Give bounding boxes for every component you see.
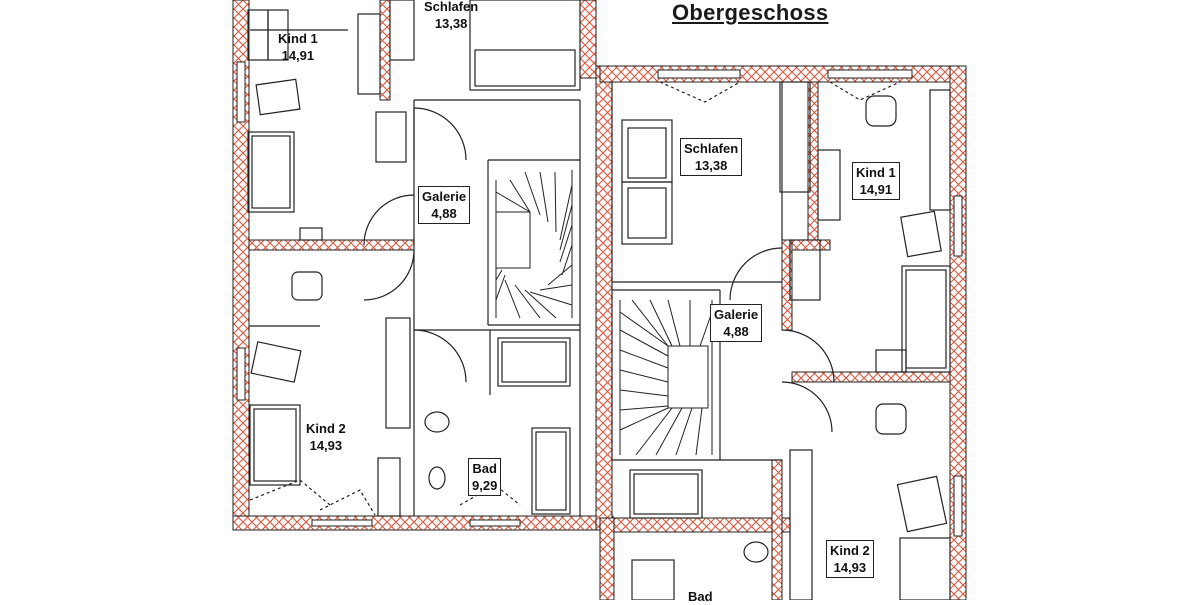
wall-center-spine — [595, 65, 613, 531]
wall-kind2-left — [771, 459, 783, 600]
room-label-schlafen-left: Schlafen 13,38 — [424, 0, 478, 32]
left-unit-walls — [232, 0, 614, 531]
room-name: Kind 1 — [856, 165, 896, 180]
room-name: Galerie — [422, 189, 467, 204]
wall-left-mid — [248, 239, 415, 251]
room-label-galerie-right: Galerie 4,88 — [710, 304, 763, 342]
room-name: Schlafen — [684, 141, 739, 156]
wall-kind2-top — [791, 371, 951, 383]
room-area: 9,29 — [472, 478, 498, 493]
room-area: 14,91 — [859, 182, 893, 197]
room-area: 14,91 — [281, 48, 315, 63]
interior-lines — [247, 0, 951, 600]
room-name: Kind 2 — [306, 421, 346, 436]
room-label-kind2-left: Kind 2 14,93 — [306, 420, 346, 454]
wall-mid-right — [789, 239, 831, 251]
wall-right-bottom — [599, 517, 791, 533]
room-area: 4,88 — [431, 206, 457, 221]
wall-left-bottom — [232, 515, 614, 531]
room-label-kind1-right: Kind 1 14,91 — [852, 162, 900, 200]
room-name: Galerie — [714, 307, 759, 322]
room-label-schlafen-right: Schlafen 13,38 — [680, 138, 743, 176]
room-area: 14,93 — [833, 560, 867, 575]
windows — [236, 61, 963, 537]
room-name: Bad — [688, 589, 713, 604]
room-area: 14,93 — [309, 438, 343, 453]
room-name: Schlafen — [424, 0, 479, 14]
room-name: Bad — [472, 461, 497, 476]
wall-left-top-right — [579, 0, 597, 79]
room-label-kind1-left: Kind 1 14,91 — [278, 30, 318, 64]
room-label-bad-right: Bad — [688, 588, 713, 605]
wall-kind1-right — [379, 0, 391, 101]
room-area: 13,38 — [434, 16, 468, 31]
room-area: 13,38 — [694, 158, 728, 173]
room-area: 4,88 — [723, 324, 749, 339]
room-name: Kind 2 — [830, 543, 870, 558]
right-unit-walls — [599, 65, 967, 600]
room-name: Kind 1 — [278, 31, 318, 46]
room-label-bad-left: Bad 9,29 — [468, 458, 502, 496]
room-label-galerie-left: Galerie 4,88 — [418, 186, 471, 224]
wall-bad-left — [599, 517, 615, 600]
room-label-kind2-right: Kind 2 14,93 — [826, 540, 874, 578]
floor-title: Obergeschoss — [672, 0, 829, 25]
